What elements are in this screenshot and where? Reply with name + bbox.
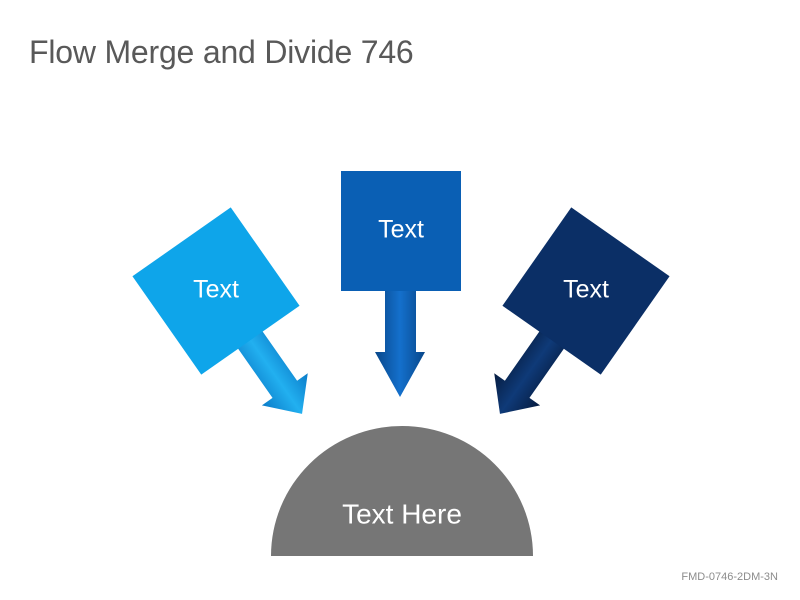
right-box	[502, 207, 670, 375]
middle-box	[341, 171, 461, 291]
base-semicircle	[271, 426, 533, 556]
right-flow-group: Text	[494, 207, 670, 414]
footer-code: FMD-0746-2DM-3N	[681, 571, 778, 583]
left-flow-group: Text	[132, 207, 308, 414]
middle-flow-group: Text	[341, 171, 461, 397]
middle-arrow	[375, 289, 425, 397]
middle-box-label: Text	[378, 216, 424, 244]
left-box-label: Text	[193, 276, 239, 304]
base-label: Text Here	[342, 498, 462, 529]
left-arrow	[235, 327, 308, 414]
base-group: Text Here	[271, 426, 533, 556]
left-box	[132, 207, 300, 375]
right-arrow	[494, 327, 567, 414]
slide-title: Flow Merge and Divide 746	[29, 34, 414, 70]
right-box-label: Text	[563, 276, 609, 304]
